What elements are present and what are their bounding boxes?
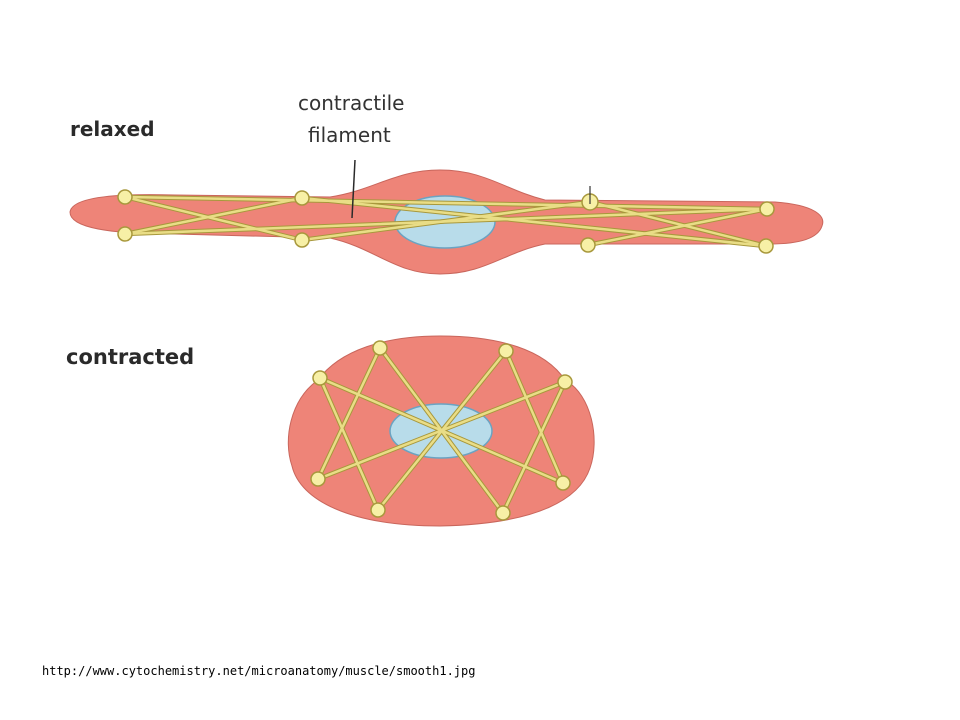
relaxed-cell	[69, 169, 824, 275]
dense-body	[312, 370, 328, 386]
contracted-label: contracted	[66, 345, 194, 369]
dense-body	[555, 475, 571, 491]
contracted-dense-bodies	[310, 340, 573, 521]
filament-label-line2: filament	[308, 123, 391, 147]
relaxed-filaments	[122, 194, 770, 249]
contracted-cell	[287, 335, 595, 527]
dense-body	[294, 190, 310, 206]
dense-body	[758, 238, 774, 254]
source-url[interactable]: http://www.cytochemistry.net/microanatom…	[42, 664, 476, 678]
dense-body	[294, 232, 310, 248]
dense-body	[370, 502, 386, 518]
dense-body	[557, 374, 573, 390]
filament-label-line1: contractile	[298, 91, 404, 115]
dense-body	[117, 189, 133, 205]
dense-body	[759, 201, 775, 217]
filament-leader-line	[351, 159, 356, 219]
relaxed-label: relaxed	[70, 117, 155, 141]
contracted-filaments	[315, 345, 568, 516]
relaxed-dense-bodies	[117, 189, 775, 254]
dense-body	[580, 237, 596, 253]
dense-body	[495, 505, 511, 521]
dense-body	[372, 340, 388, 356]
dense-body	[498, 343, 514, 359]
dense-body	[117, 226, 133, 242]
dense-body	[310, 471, 326, 487]
